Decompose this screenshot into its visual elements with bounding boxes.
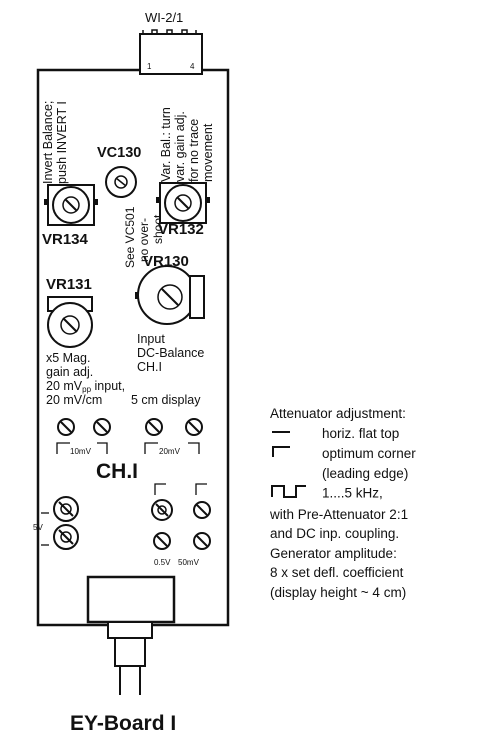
vr132-label: VR132 — [158, 221, 204, 238]
trimmer-05v-b — [153, 532, 171, 550]
note-pre-att: with Pre-Attenuator 2:1 — [270, 506, 409, 522]
board-title: EY-Board I — [70, 712, 176, 735]
x5-mag-text-2: gain adj. — [46, 365, 93, 379]
five-cm-display-text: 5 cm display — [131, 393, 201, 407]
var-bal-text-1: Var. Bal.: turn — [159, 107, 173, 182]
var-bal-text-4: movement — [201, 123, 215, 182]
bnc-input-connector — [86, 575, 176, 695]
vr130-potentiometer — [135, 265, 205, 325]
square-wave-icon — [270, 483, 322, 505]
note-disp-height: (display height ~ 4 cm) — [270, 584, 407, 600]
x5-mag-text-4: 20 mV/cm — [46, 393, 102, 407]
note-corner-text-2: (leading edge) — [322, 465, 409, 481]
label-20mv: 20mV — [159, 447, 181, 456]
connector-label: WI-2/1 — [145, 10, 183, 25]
trimmer-20mv-b — [185, 418, 203, 436]
var-bal-text-2: var. gain adj. — [173, 111, 187, 182]
invert-balance-text-2: push INVERT I — [55, 101, 69, 184]
trimmer-10mv-b — [93, 418, 111, 436]
connector-wi-2-1 — [139, 33, 203, 75]
connector-pin-4: 4 — [190, 62, 195, 71]
input-dc-text-3: CH.I — [137, 360, 162, 374]
input-dc-text-1: Input — [137, 332, 165, 346]
trimmer-10mv-a — [57, 418, 75, 436]
vr131-potentiometer — [47, 296, 93, 348]
connector-pins — [142, 29, 197, 35]
vr131-label: VR131 — [46, 276, 92, 293]
label-5v: 5V — [33, 523, 43, 532]
trimmer-50mv-a — [193, 501, 211, 519]
attenuator-note-title: Attenuator adjustment: — [270, 406, 406, 421]
vr134-label: VR134 — [42, 231, 89, 248]
var-bal-text-3: for no trace — [187, 119, 201, 182]
trimmer-50mv-b — [193, 532, 211, 550]
trimmer-5v-a — [53, 496, 79, 522]
note-freq-row: 1....5 kHz, — [270, 483, 490, 505]
note-set-defl: 8 x set defl. coefficient — [270, 565, 404, 581]
trimmer-05v-a — [151, 499, 173, 521]
input-dc-text-2: DC-Balance — [137, 346, 204, 360]
label-05v: 0.5V — [154, 558, 171, 567]
label-10mv: 10mV — [70, 447, 92, 456]
x5-mag-text-3: 20 mVpp input, — [46, 379, 125, 394]
note-corner-row: optimum corner — [270, 444, 490, 464]
flat-line-icon — [270, 424, 322, 444]
vr134-potentiometer — [44, 184, 98, 226]
attenuator-note: Attenuator adjustment: horiz. flat top o… — [270, 404, 490, 602]
label-50mv: 50mV — [178, 558, 200, 567]
trimmer-5v-b — [53, 524, 79, 550]
note-dc-coupling: and DC inp. coupling. — [270, 526, 400, 542]
note-flat-row: horiz. flat top — [270, 424, 490, 444]
vc130-label: VC130 — [97, 145, 141, 161]
vr132-potentiometer — [156, 182, 210, 224]
see-vc501-text-2: no over- — [137, 218, 151, 262]
x5-mag-text-1: x5 Mag. — [46, 351, 90, 365]
channel-title: CH.I — [96, 460, 138, 483]
corner-icon — [270, 444, 322, 464]
note-freq-text: 1....5 kHz, — [322, 485, 383, 501]
invert-balance-text-1: Invert Balance; — [41, 101, 55, 184]
note-gen-amp: Generator amplitude: — [270, 545, 397, 561]
see-vc501-text-1: See VC501 — [123, 206, 137, 268]
note-flat-text: horiz. flat top — [322, 425, 400, 441]
connector-pin-1: 1 — [147, 62, 152, 71]
vr130-label: VR130 — [143, 253, 189, 270]
note-corner-text-1: optimum corner — [322, 445, 416, 461]
trimmer-20mv-a — [145, 418, 163, 436]
